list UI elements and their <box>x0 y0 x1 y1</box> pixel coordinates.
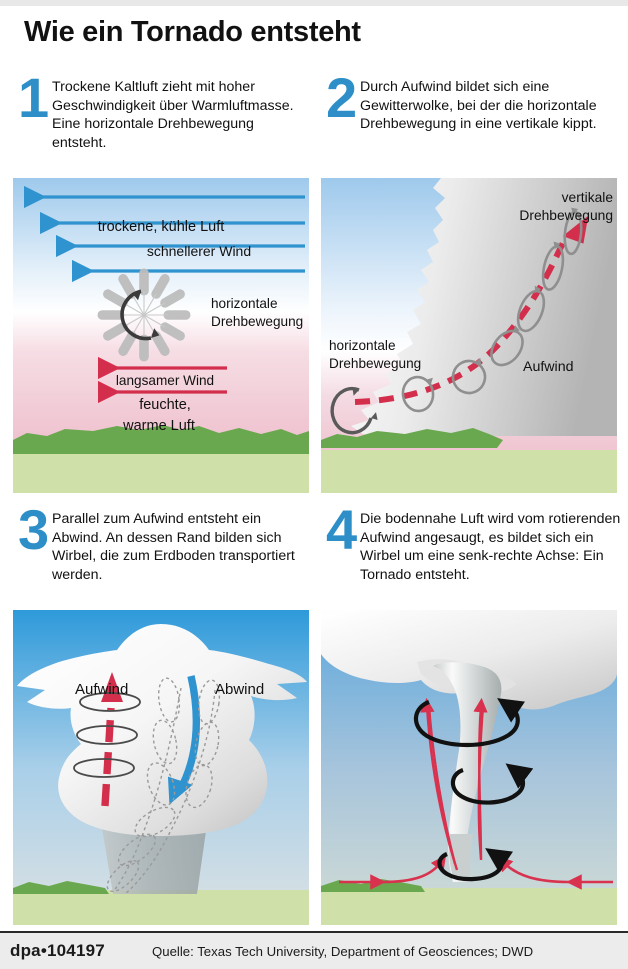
label-updraft: Aufwind <box>523 359 573 375</box>
label-moist-line2: warme Luft <box>122 418 195 434</box>
ground-strip <box>321 888 617 925</box>
grass-silhouette <box>321 428 503 448</box>
updraft-rings <box>73 692 141 778</box>
label-cool-air: trockene, kühle Luft <box>98 219 225 235</box>
dpa-logo: dpa•104197 <box>10 941 105 960</box>
top-strip <box>0 0 628 6</box>
step-number-1: 1 <box>18 66 50 129</box>
ground-strip <box>13 450 309 493</box>
step-number-3: 3 <box>18 498 50 561</box>
grass-silhouette <box>13 881 109 894</box>
label-horizontal-rotation-line2: Drehbewegung <box>211 314 303 329</box>
step-text-4: Die bodennahe Luft wird vom rotierenden … <box>360 511 621 583</box>
grass-silhouette <box>13 425 309 454</box>
storm-cloud <box>351 178 617 436</box>
step-text-1: Trockene Kaltluft zieht mit hoher Geschw… <box>52 79 294 151</box>
warm-air-arrows <box>97 356 227 404</box>
inflow-streamlines <box>420 697 488 871</box>
panel-step-4 <box>321 610 617 925</box>
supercell-cloud <box>17 624 307 836</box>
step-number-2: 2 <box>326 66 358 129</box>
label-horizontal-rotation-line1: horizontale <box>211 296 278 311</box>
step-header-2: 2 Durch Aufwind bildet sich eine Gewitte… <box>326 70 618 134</box>
label-vertical-rotation-line1: vertikale <box>562 190 614 205</box>
panel-step-1: trockene, kühle Luft schnellerer Wind <box>13 178 309 493</box>
downdraft-arrow <box>167 675 201 805</box>
footer-bar <box>0 933 628 969</box>
step-header-4: 4 Die bodennahe Luft wird vom rotierende… <box>326 502 622 584</box>
label-downdraft: Abwind <box>215 681 264 698</box>
label-updraft: Aufwind <box>75 681 128 698</box>
label-horizontal-rotation-line2: Drehbewegung <box>329 356 421 371</box>
funnel-debris-base <box>449 834 473 880</box>
sky-gradient <box>13 178 309 458</box>
cool-air-arrows <box>23 185 305 283</box>
step-number-4: 4 <box>326 498 358 561</box>
ground-strip <box>13 890 309 925</box>
page-title: Wie ein Tornado entsteht <box>24 16 361 48</box>
horizontal-rotation-swirl <box>330 386 378 435</box>
step-header-3: 3 Parallel zum Aufwind entsteht ein Abwi… <box>18 502 310 584</box>
step-header-1: 1 Trockene Kaltluft zieht mit hoher Gesc… <box>18 70 310 152</box>
cloud-base <box>321 610 617 710</box>
edge-vortices <box>106 677 221 895</box>
panel-step-2: vertikale Drehbewegung horizontale Drehb… <box>321 178 617 493</box>
tilting-swirls <box>401 207 583 413</box>
footer-divider <box>0 931 628 933</box>
label-vertical-rotation-line2: Drehbewegung <box>519 208 613 223</box>
label-slower-wind: langsamer Wind <box>116 373 214 388</box>
label-faster-wind: schnellerer Wind <box>147 243 251 259</box>
updraft-arrow <box>101 672 123 807</box>
source-credit: Quelle: Texas Tech University, Departmen… <box>152 944 534 959</box>
tornado-funnel <box>433 662 502 882</box>
label-moist-line1: feuchte, <box>139 397 191 413</box>
step-text-3: Parallel zum Aufwind entsteht ein Abwind… <box>52 511 295 583</box>
ground-strip <box>321 450 617 493</box>
label-horizontal-rotation-line1: horizontale <box>329 338 396 353</box>
step-text-2: Durch Aufwind bildet sich eine Gewitterw… <box>360 79 597 133</box>
rotation-rings <box>413 698 534 882</box>
panel-step-3: Aufwind Abwind <box>13 610 309 925</box>
horizontal-rotation-wheel <box>97 268 191 362</box>
